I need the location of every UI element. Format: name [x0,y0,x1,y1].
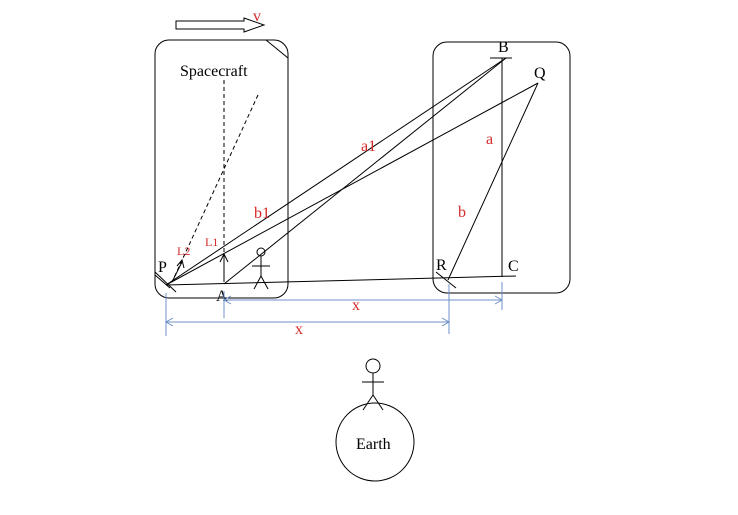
segment-a1-label: a1 [361,138,376,155]
point-p-label: P [158,259,167,276]
l2-label: L2 [177,244,190,258]
segment-a-label: a [486,131,493,148]
point-a-label: A [216,288,228,305]
baseline [165,275,517,286]
line-q-to-r [447,82,539,281]
line-p-to-q [165,82,539,286]
distance-upper-label: x [352,297,360,314]
l2-arrow [171,261,183,283]
earth-observer-figure [362,358,384,411]
r-mark [435,271,457,289]
line-p-to-b [165,57,507,286]
distance-lower-dimension [164,284,451,336]
observer-in-spacecraft-figure [252,247,270,290]
spacecraft-frame [154,39,289,299]
distance-lower-label: x [295,321,303,338]
spacecraft-label: Spacecraft [180,63,248,80]
velocity-arrow [175,17,266,33]
p-mark [154,274,171,289]
spacecraft-corner-mark [265,39,289,59]
distance-upper-dimension [222,282,504,318]
l2-arrowhead [176,258,185,269]
segment-b1-label: b1 [254,205,270,222]
line-a-to-b [223,57,507,285]
spacecraft-corner-mark-bottom [154,271,177,293]
point-b-label: B [498,39,509,56]
point-c-label: C [508,258,519,275]
earth-label: Earth [356,436,391,453]
segment-b-label: b [458,204,466,221]
point-r-label: R [436,257,447,274]
velocity-label: v [253,8,261,25]
slanted-light-path-dashed [171,94,259,283]
point-q-label: Q [534,65,546,82]
earth-circle [335,402,415,482]
l1-label: L1 [205,235,218,249]
